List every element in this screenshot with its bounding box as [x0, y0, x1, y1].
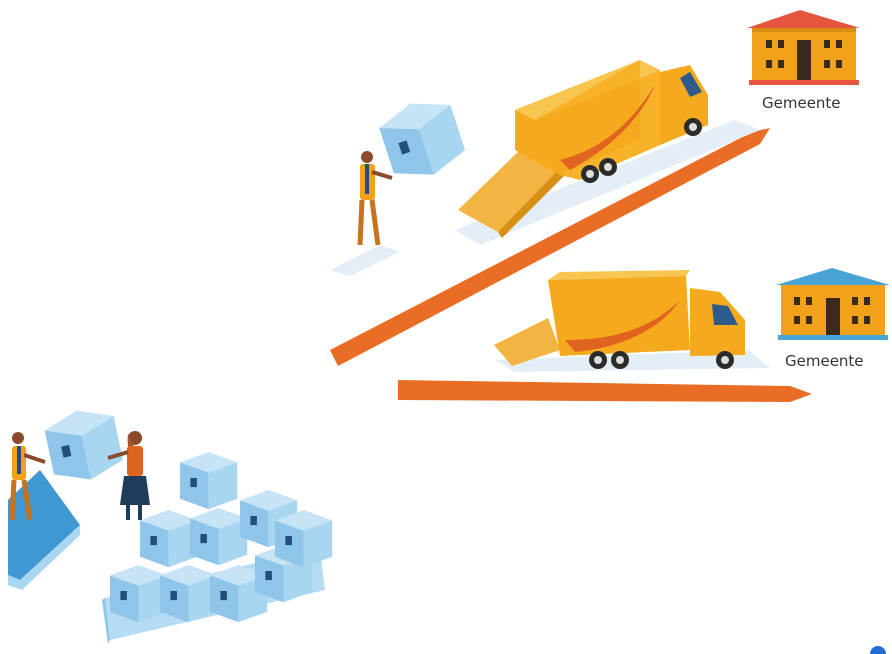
stack-box — [190, 508, 247, 565]
handed-box — [42, 403, 125, 486]
municipality-building-top — [747, 10, 860, 85]
municipality-label-top: Gemeente — [762, 94, 841, 112]
worker-head — [361, 151, 373, 163]
stack-box — [160, 565, 217, 622]
stack-box — [140, 510, 197, 567]
carried-box — [375, 92, 469, 186]
bottom-route-arrow — [398, 380, 812, 402]
stack-box — [110, 565, 167, 622]
worker-with-box — [330, 92, 469, 276]
corner-dot — [870, 646, 886, 654]
bottom-truck — [494, 270, 745, 369]
stack-box — [275, 510, 332, 567]
municipality-label-bottom: Gemeente — [785, 352, 864, 370]
municipality-building-bottom — [776, 268, 890, 340]
stack-box — [180, 452, 237, 509]
warehouse-scene — [8, 403, 332, 644]
